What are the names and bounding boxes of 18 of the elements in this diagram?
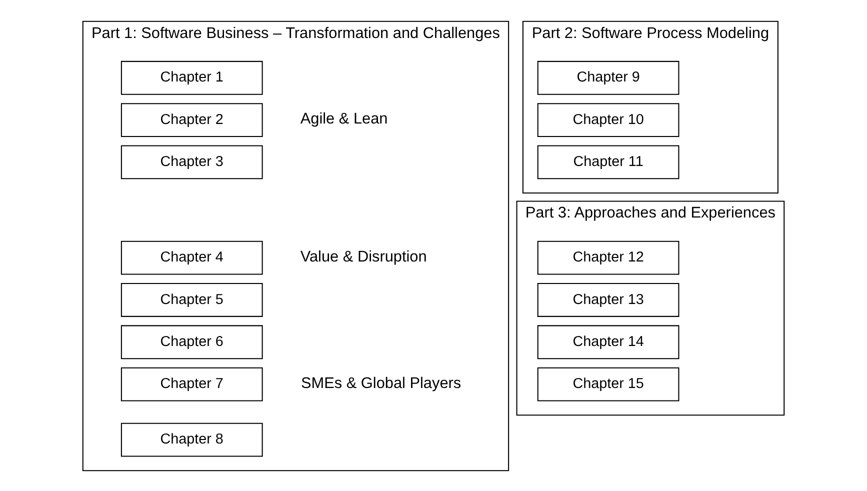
node-box: Chapter 9 (537, 60, 680, 94)
node-box: Chapter 10 (537, 102, 680, 136)
node-box: Chapter 8 (120, 422, 263, 456)
node-box: Chapter 2 (120, 102, 263, 136)
label: SMEs & Global Players (301, 374, 462, 392)
node-box: Chapter 4 (120, 240, 263, 274)
node-box: Chapter 1 (120, 60, 263, 94)
label: Agile & Lean (300, 110, 388, 128)
node-box: Chapter 7 (120, 366, 263, 401)
node-box: Chapter 11 (537, 144, 680, 179)
node-box: Chapter 3 (120, 144, 263, 179)
node-box: Chapter 6 (120, 324, 263, 359)
node-box: Chapter 5 (120, 282, 263, 316)
label: Value & Disruption (300, 248, 427, 265)
node-box: Chapter 14 (537, 324, 680, 359)
node-box: Chapter 15 (537, 366, 680, 401)
node-box: Chapter 13 (537, 282, 680, 316)
node-box: Chapter 12 (537, 240, 680, 274)
